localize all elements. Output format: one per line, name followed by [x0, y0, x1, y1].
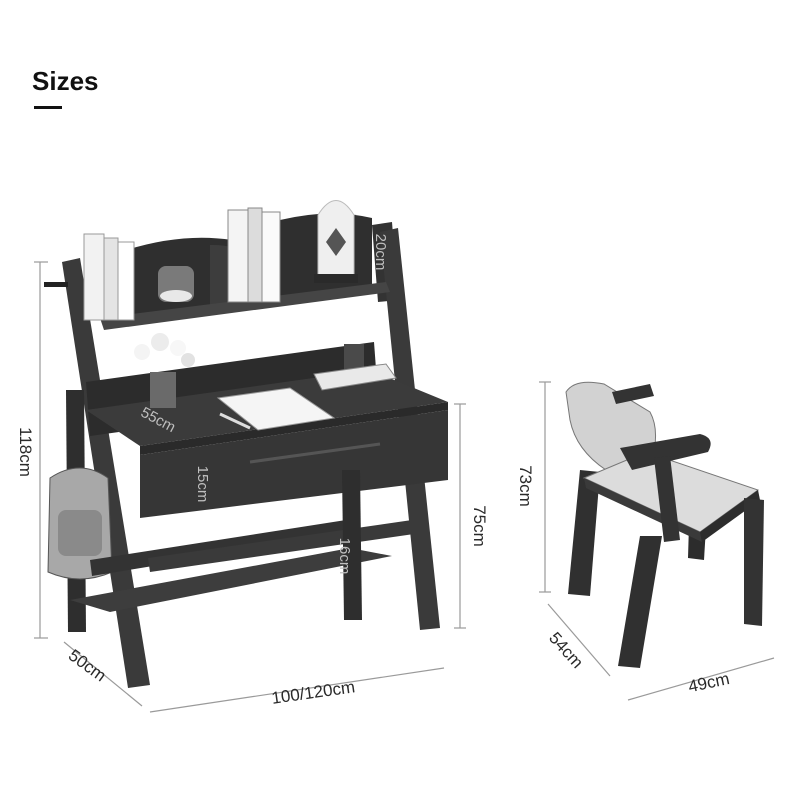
- chair-arm-post: [654, 456, 680, 542]
- coat-hook: [44, 282, 68, 287]
- dome-ornament: [326, 228, 346, 256]
- chair-top-rail: [612, 384, 654, 404]
- desk-width-label: 100/120cm: [270, 677, 356, 708]
- chair-back-left-leg: [568, 470, 600, 596]
- candle-top: [160, 290, 192, 302]
- chair-front-right-leg: [744, 498, 764, 626]
- desk-depth-label: 50cm: [65, 646, 110, 686]
- pen-cup: [344, 344, 364, 370]
- page-title: Sizes: [32, 66, 99, 96]
- chair: [565, 381, 764, 668]
- footrest: [70, 548, 392, 612]
- chair-armrest: [620, 434, 711, 470]
- book-left-2: [103, 237, 119, 321]
- drawer: [140, 410, 448, 518]
- flower-2: [151, 333, 169, 351]
- backpack-pocket: [58, 510, 102, 556]
- book-left-3: [117, 241, 135, 321]
- drawer-height-label: 15cm: [194, 466, 211, 503]
- desk-width-line: [149, 667, 445, 713]
- desk-depth-line: [63, 641, 143, 707]
- desk: [44, 200, 448, 688]
- shelf-gap-label: 16cm: [336, 538, 353, 575]
- chair-width-line: [627, 657, 775, 701]
- flower-3: [170, 340, 186, 356]
- chair-depth-line: [547, 603, 611, 677]
- book-mid-1: [227, 209, 249, 303]
- title-underline: [34, 106, 62, 109]
- desk-left-front-leg: [62, 258, 150, 688]
- top-shelf-label: 20cm: [372, 234, 389, 271]
- flower-1: [134, 344, 150, 360]
- chair-height-label: 73cm: [516, 465, 535, 507]
- chair-depth-label: 54cm: [545, 629, 587, 673]
- top-shelf-board: [100, 282, 390, 330]
- dimension-lines: [34, 261, 775, 713]
- flower-4: [181, 353, 195, 367]
- book-left-1: [83, 233, 105, 321]
- chair-front-left-leg: [618, 536, 662, 668]
- book-mid-3: [261, 211, 281, 303]
- pen: [219, 412, 251, 430]
- desk-right-mid-leg: [342, 470, 362, 620]
- desktop-height-label: 75cm: [470, 505, 489, 547]
- chair-width-label: 49cm: [687, 669, 732, 696]
- notebook: [216, 387, 336, 431]
- vase: [150, 372, 176, 408]
- dome-base: [314, 274, 358, 283]
- book-stack: [313, 363, 397, 391]
- book-mid-2: [247, 207, 263, 303]
- desk-height-label: 118cm: [16, 427, 35, 477]
- desk-top-edge: [140, 402, 448, 455]
- drawer-handle: [249, 442, 381, 464]
